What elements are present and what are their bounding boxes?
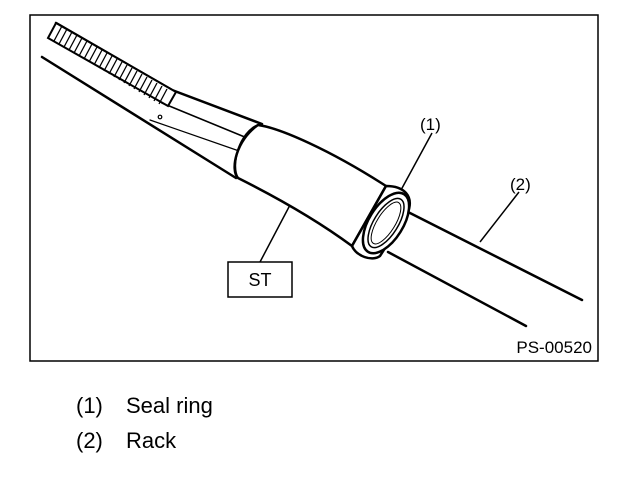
legend-item-rack: (2) Rack [76, 423, 213, 458]
st-label-box [227, 261, 293, 298]
legend-item-seal-ring: (1) Seal ring [76, 388, 213, 423]
rack-teeth [46, 21, 178, 108]
leader-line-st [259, 204, 291, 263]
parts-legend: (1) Seal ring (2) Rack [76, 388, 213, 458]
special-tool-sleeve [233, 123, 388, 248]
legend-number: (1) [76, 393, 103, 418]
seal-ring [350, 184, 411, 260]
legend-number: (2) [76, 428, 103, 453]
leader-line-seal-ring [400, 132, 433, 191]
callout-seal-ring-number: (1) [420, 115, 441, 134]
seal-ring-installation-diagram: (1) (2) ST PS-00520 [29, 14, 599, 362]
figure-code: PS-00520 [516, 338, 592, 357]
legend-label: Seal ring [126, 393, 213, 418]
rack-right-section [386, 210, 584, 328]
leader-lines [259, 132, 520, 263]
figure-frame [29, 14, 599, 362]
leader-line-rack [479, 191, 520, 243]
st-label: ST [248, 270, 271, 290]
legend-label: Rack [126, 428, 177, 453]
callout-rack-number: (2) [510, 175, 531, 194]
